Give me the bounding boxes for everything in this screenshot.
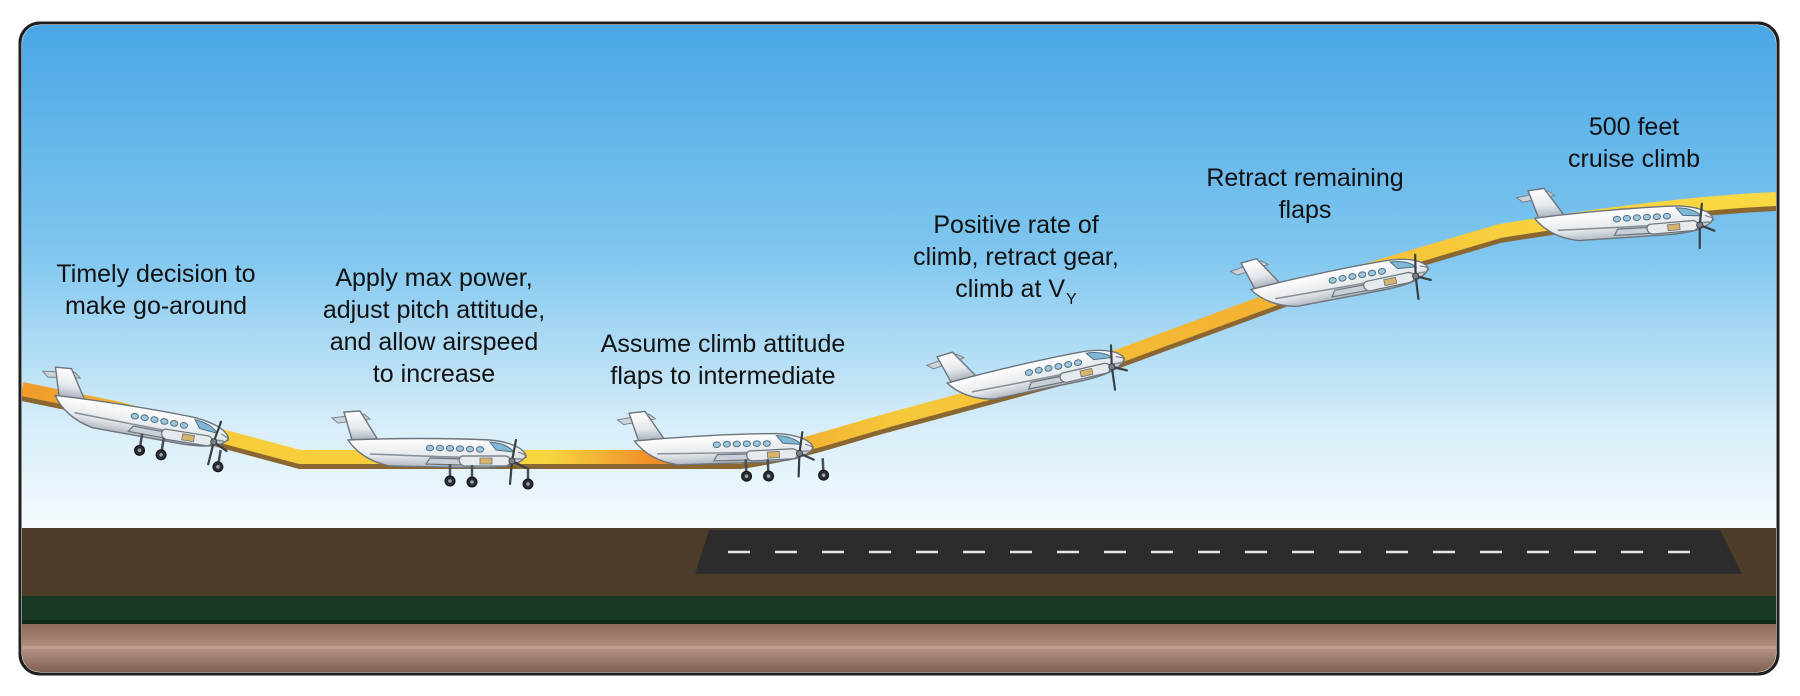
sky [22, 25, 1776, 530]
step-label-retract-flaps: Retract remaining flaps [1206, 162, 1403, 226]
step-label-line: flaps [1278, 196, 1332, 224]
step-label-line: 500 feet [1588, 113, 1680, 141]
step-label-decision: Timely decision to make go-around [56, 258, 255, 322]
step-label-positive-rate: Positive rate of climb, retract gear, cl… [913, 209, 1119, 316]
step-label-line: and allow airspeed [329, 328, 539, 356]
step-label-line-vy: climb at VY [913, 273, 1119, 316]
step-label-line: make go-around [64, 292, 248, 320]
step-label-cruise-climb: 500 feet cruise climb [1568, 111, 1700, 175]
step-label-apply-power: Apply max power, adjust pitch attitude, … [323, 262, 545, 390]
step-label-line: cruise climb [1568, 145, 1700, 173]
step-label-line: Apply max power, [335, 264, 533, 292]
step-label-line: climb, retract gear, [913, 243, 1119, 271]
step-label-line: to increase [372, 360, 496, 388]
step-label-line: Assume climb attitude [600, 330, 846, 358]
vy-subscript: Y [1066, 291, 1077, 308]
step-label-climb-attitude: Assume climb attitude flaps to intermedi… [601, 328, 846, 392]
vy-text: climb at V [955, 275, 1066, 303]
runway-icon [695, 530, 1742, 574]
step-label-line: adjust pitch attitude, [322, 296, 546, 324]
step-label-line: Retract remaining [1206, 164, 1404, 192]
grass-strip [22, 596, 1776, 624]
step-label-line: Timely decision to [56, 260, 256, 288]
step-label-line: Positive rate of [933, 211, 1099, 239]
step-label-line: flaps to intermediate [610, 362, 836, 390]
